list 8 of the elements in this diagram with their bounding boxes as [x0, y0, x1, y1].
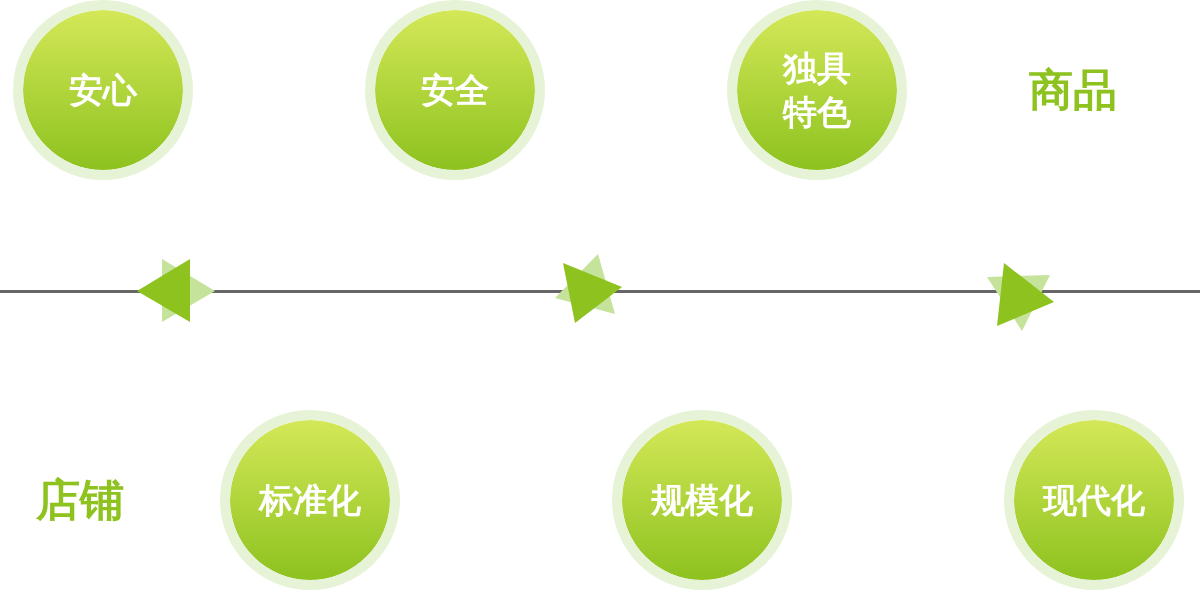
side-label: 商品: [1029, 63, 1117, 117]
node-label: 独具特色: [781, 47, 852, 134]
node-label: 标准化: [259, 479, 361, 522]
node-label: 安全: [421, 69, 489, 112]
node-label: 规模化: [651, 479, 753, 522]
node-label: 现代化: [1043, 479, 1145, 522]
node-label: 安心: [69, 69, 137, 112]
side-label: 店铺: [36, 473, 124, 527]
